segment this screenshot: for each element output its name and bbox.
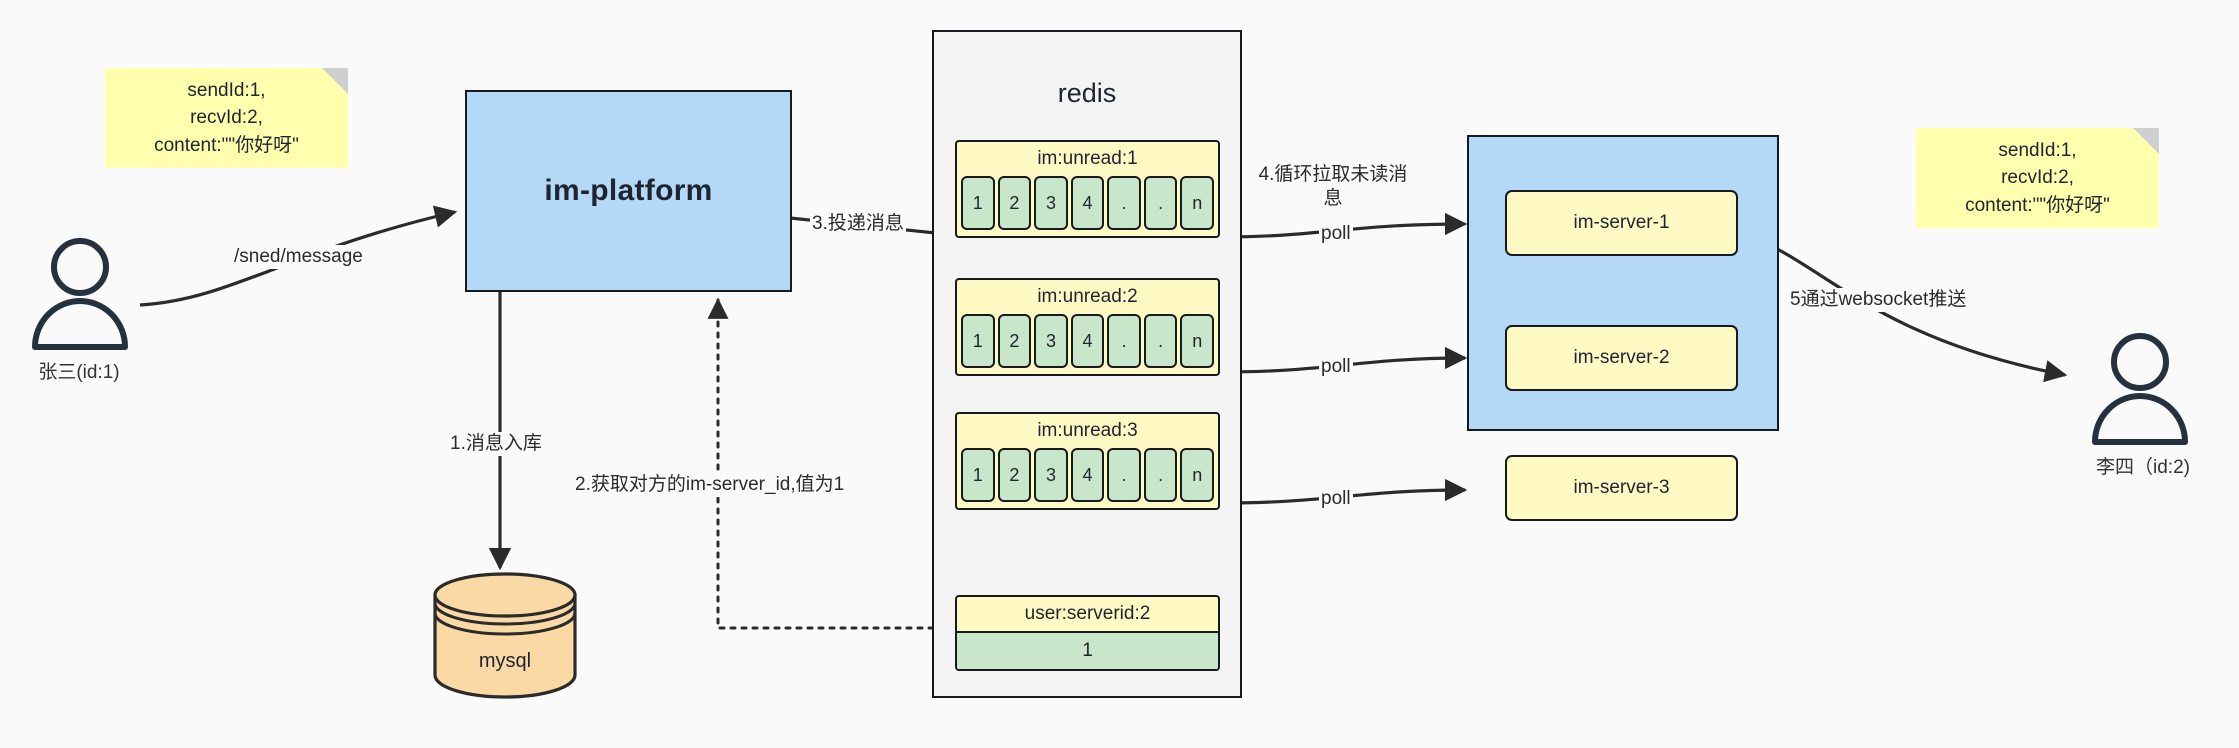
edge-label-poll-3: poll <box>1319 487 1353 511</box>
im-server-2-label: im-server-2 <box>1573 347 1670 368</box>
redis-cell: . <box>1143 314 1178 368</box>
redis-cell: 1 <box>961 314 995 368</box>
redis-cell: 3 <box>1034 314 1068 368</box>
redis-cell: . <box>1107 448 1141 502</box>
actor-receiver: 李四（id:2) <box>2085 330 2205 478</box>
user-icon <box>2092 333 2188 445</box>
note-fold-icon <box>2133 128 2159 154</box>
redis-cell: 4 <box>1070 176 1105 230</box>
redis-cell: 2 <box>997 176 1032 230</box>
actor-receiver-label: 李四（id:2) <box>2096 457 2190 478</box>
node-im-server-1[interactable]: im-server-1 <box>1505 190 1738 256</box>
redis-cell: 4 <box>1070 448 1105 502</box>
im-server-1-label: im-server-1 <box>1573 212 1670 233</box>
node-im-server-2[interactable]: im-server-2 <box>1505 325 1738 391</box>
actor-sender: 张三(id:1) <box>25 235 145 383</box>
redis-kv-user-serverid[interactable]: user:serverid:2 1 <box>955 595 1220 671</box>
redis-key-label-0: im:unread:1 <box>1037 148 1138 169</box>
edge-label-send-message: /sned/message <box>232 245 365 269</box>
redis-key-label-1: im:unread:2 <box>1037 286 1138 307</box>
redis-cell: . <box>1107 314 1141 368</box>
mysql-label: mysql <box>478 650 532 672</box>
redis-cell: . <box>1143 176 1178 230</box>
node-im-platform[interactable]: im-platform <box>465 90 792 292</box>
redis-cell: 3 <box>1034 176 1068 230</box>
user-icon <box>32 238 128 350</box>
redis-cell: n <box>1180 176 1215 230</box>
redis-cell: n <box>1180 314 1215 368</box>
redis-label: redis <box>1057 78 1117 108</box>
redis-cell: 1 <box>961 448 995 502</box>
redis-cell: . <box>1143 448 1178 502</box>
edge-label-poll-2: poll <box>1319 355 1353 379</box>
actor-sender-label: 张三(id:1) <box>38 362 120 383</box>
database-icon <box>433 572 577 699</box>
edge-label-poll-1: poll <box>1319 222 1353 246</box>
redis-cell: n <box>1180 448 1215 502</box>
edge-redis-to-platform-dotted <box>707 297 957 630</box>
message-payload-note-right: sendId:1, recvId:2, content:""你好呀" <box>1916 128 2159 228</box>
edge-label-step1: 1.消息入库 <box>448 432 544 456</box>
redis-cell: 1 <box>961 176 995 230</box>
redis-key-label-2: im:unread:3 <box>1037 420 1138 441</box>
redis-cell: . <box>1107 176 1141 230</box>
redis-cell: 4 <box>1070 314 1105 368</box>
im-server-3-label: im-server-3 <box>1573 477 1670 498</box>
node-im-server-3[interactable]: im-server-3 <box>1505 455 1738 521</box>
note-fold-icon <box>322 68 348 94</box>
redis-kv-key-label: user:serverid:2 <box>1024 603 1151 624</box>
note-left-text: sendId:1, recvId:2, content:""你好呀" <box>154 79 299 156</box>
note-right-text: sendId:1, recvId:2, content:""你好呀" <box>1965 139 2110 216</box>
edge-label-step5: 5通过websocket推送 <box>1788 288 1969 312</box>
node-mysql[interactable]: mysql <box>430 570 580 700</box>
edge-label-step2: 2.获取对方的im-server_id,值为1 <box>573 473 847 497</box>
im-platform-label: im-platform <box>544 174 713 207</box>
redis-kv-value: 1 <box>957 631 1218 669</box>
redis-cell: 2 <box>997 448 1032 502</box>
edge-label-step3: 3.投递消息 <box>810 212 906 236</box>
redis-cell: 2 <box>997 314 1032 368</box>
edge-label-step4: 4.循环拉取未读消 息 <box>1256 163 1410 211</box>
message-payload-note-left: sendId:1, recvId:2, content:""你好呀" <box>105 68 348 168</box>
redis-cell: 3 <box>1034 448 1068 502</box>
